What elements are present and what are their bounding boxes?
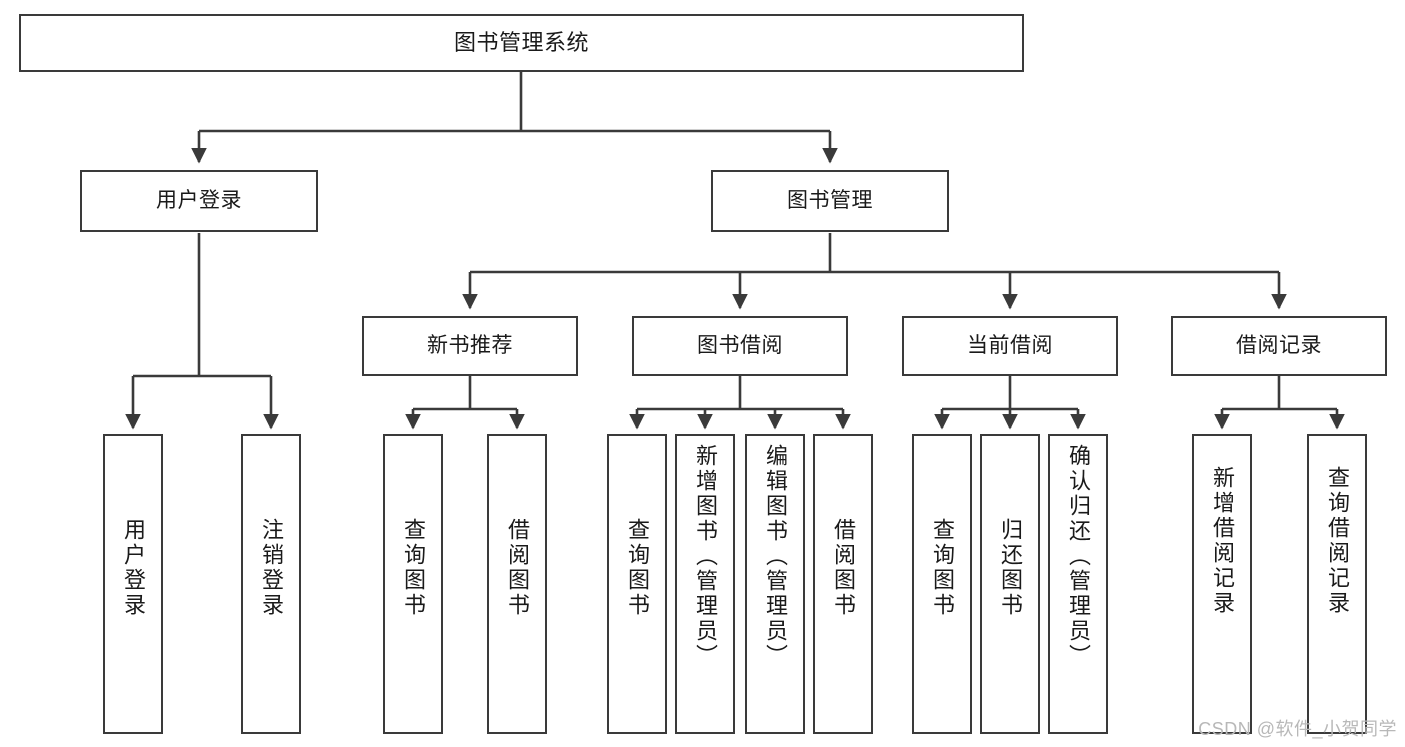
leaf-add-book-admin[interactable]: 新增图书（管理员） [675, 434, 735, 734]
watermark-text: CSDN @软件_小贺同学 [1198, 719, 1397, 739]
leaf-confirm-return-admin[interactable]: 确认归还（管理员） [1048, 434, 1108, 734]
node-label: 确认归还（管理员） [1066, 444, 1091, 669]
node-label: 用户登录 [156, 188, 242, 212]
node-label: 图书借阅 [697, 333, 783, 357]
node-label: 查询图书 [930, 518, 955, 618]
node-current-borrow[interactable]: 当前借阅 [902, 316, 1118, 376]
leaf-query-borrow-record[interactable]: 查询借阅记录 [1307, 434, 1367, 734]
leaf-return-book[interactable]: 归还图书 [980, 434, 1040, 734]
node-label: 注销登录 [259, 518, 284, 618]
node-root-system[interactable]: 图书管理系统 [19, 14, 1024, 72]
node-label: 查询图书 [625, 518, 650, 618]
leaf-add-borrow-record[interactable]: 新增借阅记录 [1192, 434, 1252, 734]
leaf-borrow-book[interactable]: 借阅图书 [813, 434, 873, 734]
leaf-query-book-recommend[interactable]: 查询图书 [383, 434, 443, 734]
leaf-query-book-borrow[interactable]: 查询图书 [607, 434, 667, 734]
node-label: 查询借阅记录 [1325, 466, 1350, 616]
node-new-book-recommend[interactable]: 新书推荐 [362, 316, 578, 376]
node-label: 借阅图书 [831, 518, 856, 618]
node-label: 归还图书 [998, 518, 1023, 618]
node-label: 图书管理 [787, 188, 873, 212]
node-book-management[interactable]: 图书管理 [711, 170, 949, 232]
leaf-query-book-current[interactable]: 查询图书 [912, 434, 972, 734]
node-label: 图书管理系统 [453, 30, 589, 56]
leaf-logout-login[interactable]: 注销登录 [241, 434, 301, 734]
node-label: 新增借阅记录 [1210, 466, 1235, 616]
leaf-user-login[interactable]: 用户登录 [103, 434, 163, 734]
node-label: 编辑图书（管理员） [763, 444, 788, 669]
node-label: 新书推荐 [427, 333, 513, 357]
node-user-login[interactable]: 用户登录 [80, 170, 318, 232]
node-label: 用户登录 [121, 518, 146, 618]
node-label: 借阅图书 [505, 518, 530, 618]
leaf-borrow-book-recommend[interactable]: 借阅图书 [487, 434, 547, 734]
node-label: 新增图书（管理员） [693, 444, 718, 669]
node-borrow-record[interactable]: 借阅记录 [1171, 316, 1387, 376]
node-label: 借阅记录 [1236, 333, 1322, 357]
node-label: 查询图书 [401, 518, 426, 618]
node-book-borrow[interactable]: 图书借阅 [632, 316, 848, 376]
node-label: 当前借阅 [967, 333, 1053, 357]
leaf-edit-book-admin[interactable]: 编辑图书（管理员） [745, 434, 805, 734]
